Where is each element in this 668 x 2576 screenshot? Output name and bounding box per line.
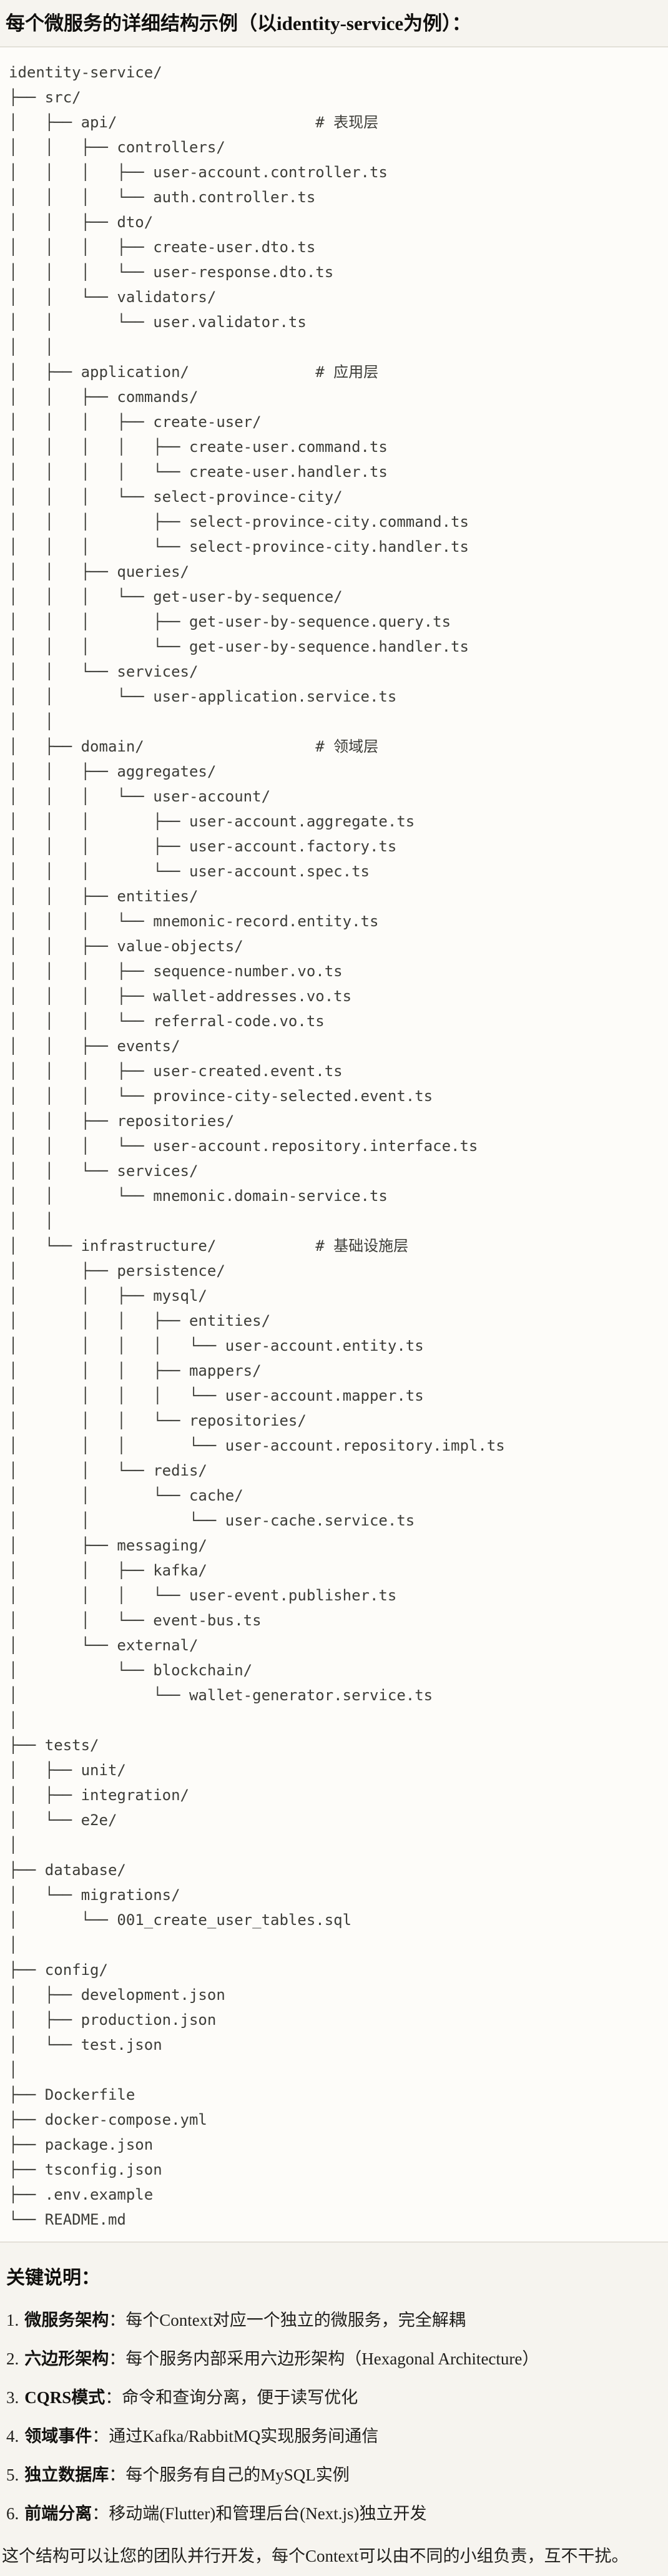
note-item-description: ：每个服务内部采用六边形架构（Hexagonal Architecture） — [109, 2349, 539, 2368]
note-item-number: 1. — [6, 2311, 19, 2329]
note-item-term: 前端分离 — [24, 2504, 92, 2523]
note-item-number: 5. — [6, 2466, 19, 2484]
note-item: 4. 领域事件：通过Kafka/RabbitMQ实现服务间通信 — [6, 2424, 662, 2449]
note-item-term: 领域事件 — [24, 2427, 92, 2446]
note-item-number: 4. — [6, 2427, 19, 2446]
notes-section: 关键说明： 1. 微服务架构：每个Context对应一个独立的微服务，完全解耦 2… — [0, 2243, 668, 2576]
note-item: 5. 独立数据库：每个服务有自己的MySQL实例 — [6, 2462, 662, 2487]
note-item-term: 六边形架构 — [24, 2349, 109, 2368]
note-item: 3. CQRS模式：命令和查询分离，便于读写优化 — [6, 2385, 662, 2410]
summary-paragraph: 这个结构可以让您的团队并行开发，每个Context可以由不同的小组负责，互不干扰… — [2, 2547, 629, 2565]
note-item-term: 独立数据库 — [24, 2466, 109, 2484]
notes-heading: 关键说明： — [6, 2268, 100, 2288]
note-item-description: ：移动端(Flutter)和管理后台(Next.js)独立开发 — [92, 2504, 427, 2523]
code-block: identity-service/ ├── src/ │ ├── api/ # … — [0, 46, 668, 2243]
directory-tree: identity-service/ ├── src/ │ ├── api/ # … — [9, 64, 505, 2228]
note-item-description: ：每个服务有自己的MySQL实例 — [109, 2466, 350, 2484]
note-item: 6. 前端分离：移动端(Flutter)和管理后台(Next.js)独立开发 — [6, 2501, 662, 2526]
note-item-number: 6. — [6, 2504, 19, 2523]
notes-list: 1. 微服务架构：每个Context对应一个独立的微服务，完全解耦 2. 六边形架构… — [6, 2308, 662, 2526]
note-item-description: ：每个Context对应一个独立的微服务，完全解耦 — [109, 2311, 466, 2329]
note-item: 1. 微服务架构：每个Context对应一个独立的微服务，完全解耦 — [6, 2308, 662, 2333]
note-item-term: CQRS模式 — [24, 2388, 106, 2407]
note-item-number: 2. — [6, 2349, 19, 2368]
page-title: 每个微服务的详细结构示例（以identity-service为例）： — [6, 12, 471, 34]
note-item-description: ：通过Kafka/RabbitMQ实现服务间通信 — [92, 2427, 379, 2446]
note-item-number: 3. — [6, 2388, 19, 2407]
note-item-term: 微服务架构 — [24, 2311, 109, 2329]
note-item: 2. 六边形架构：每个服务内部采用六边形架构（Hexagonal Architec… — [6, 2346, 662, 2371]
note-item-description: ：命令和查询分离，便于读写优化 — [105, 2388, 358, 2407]
